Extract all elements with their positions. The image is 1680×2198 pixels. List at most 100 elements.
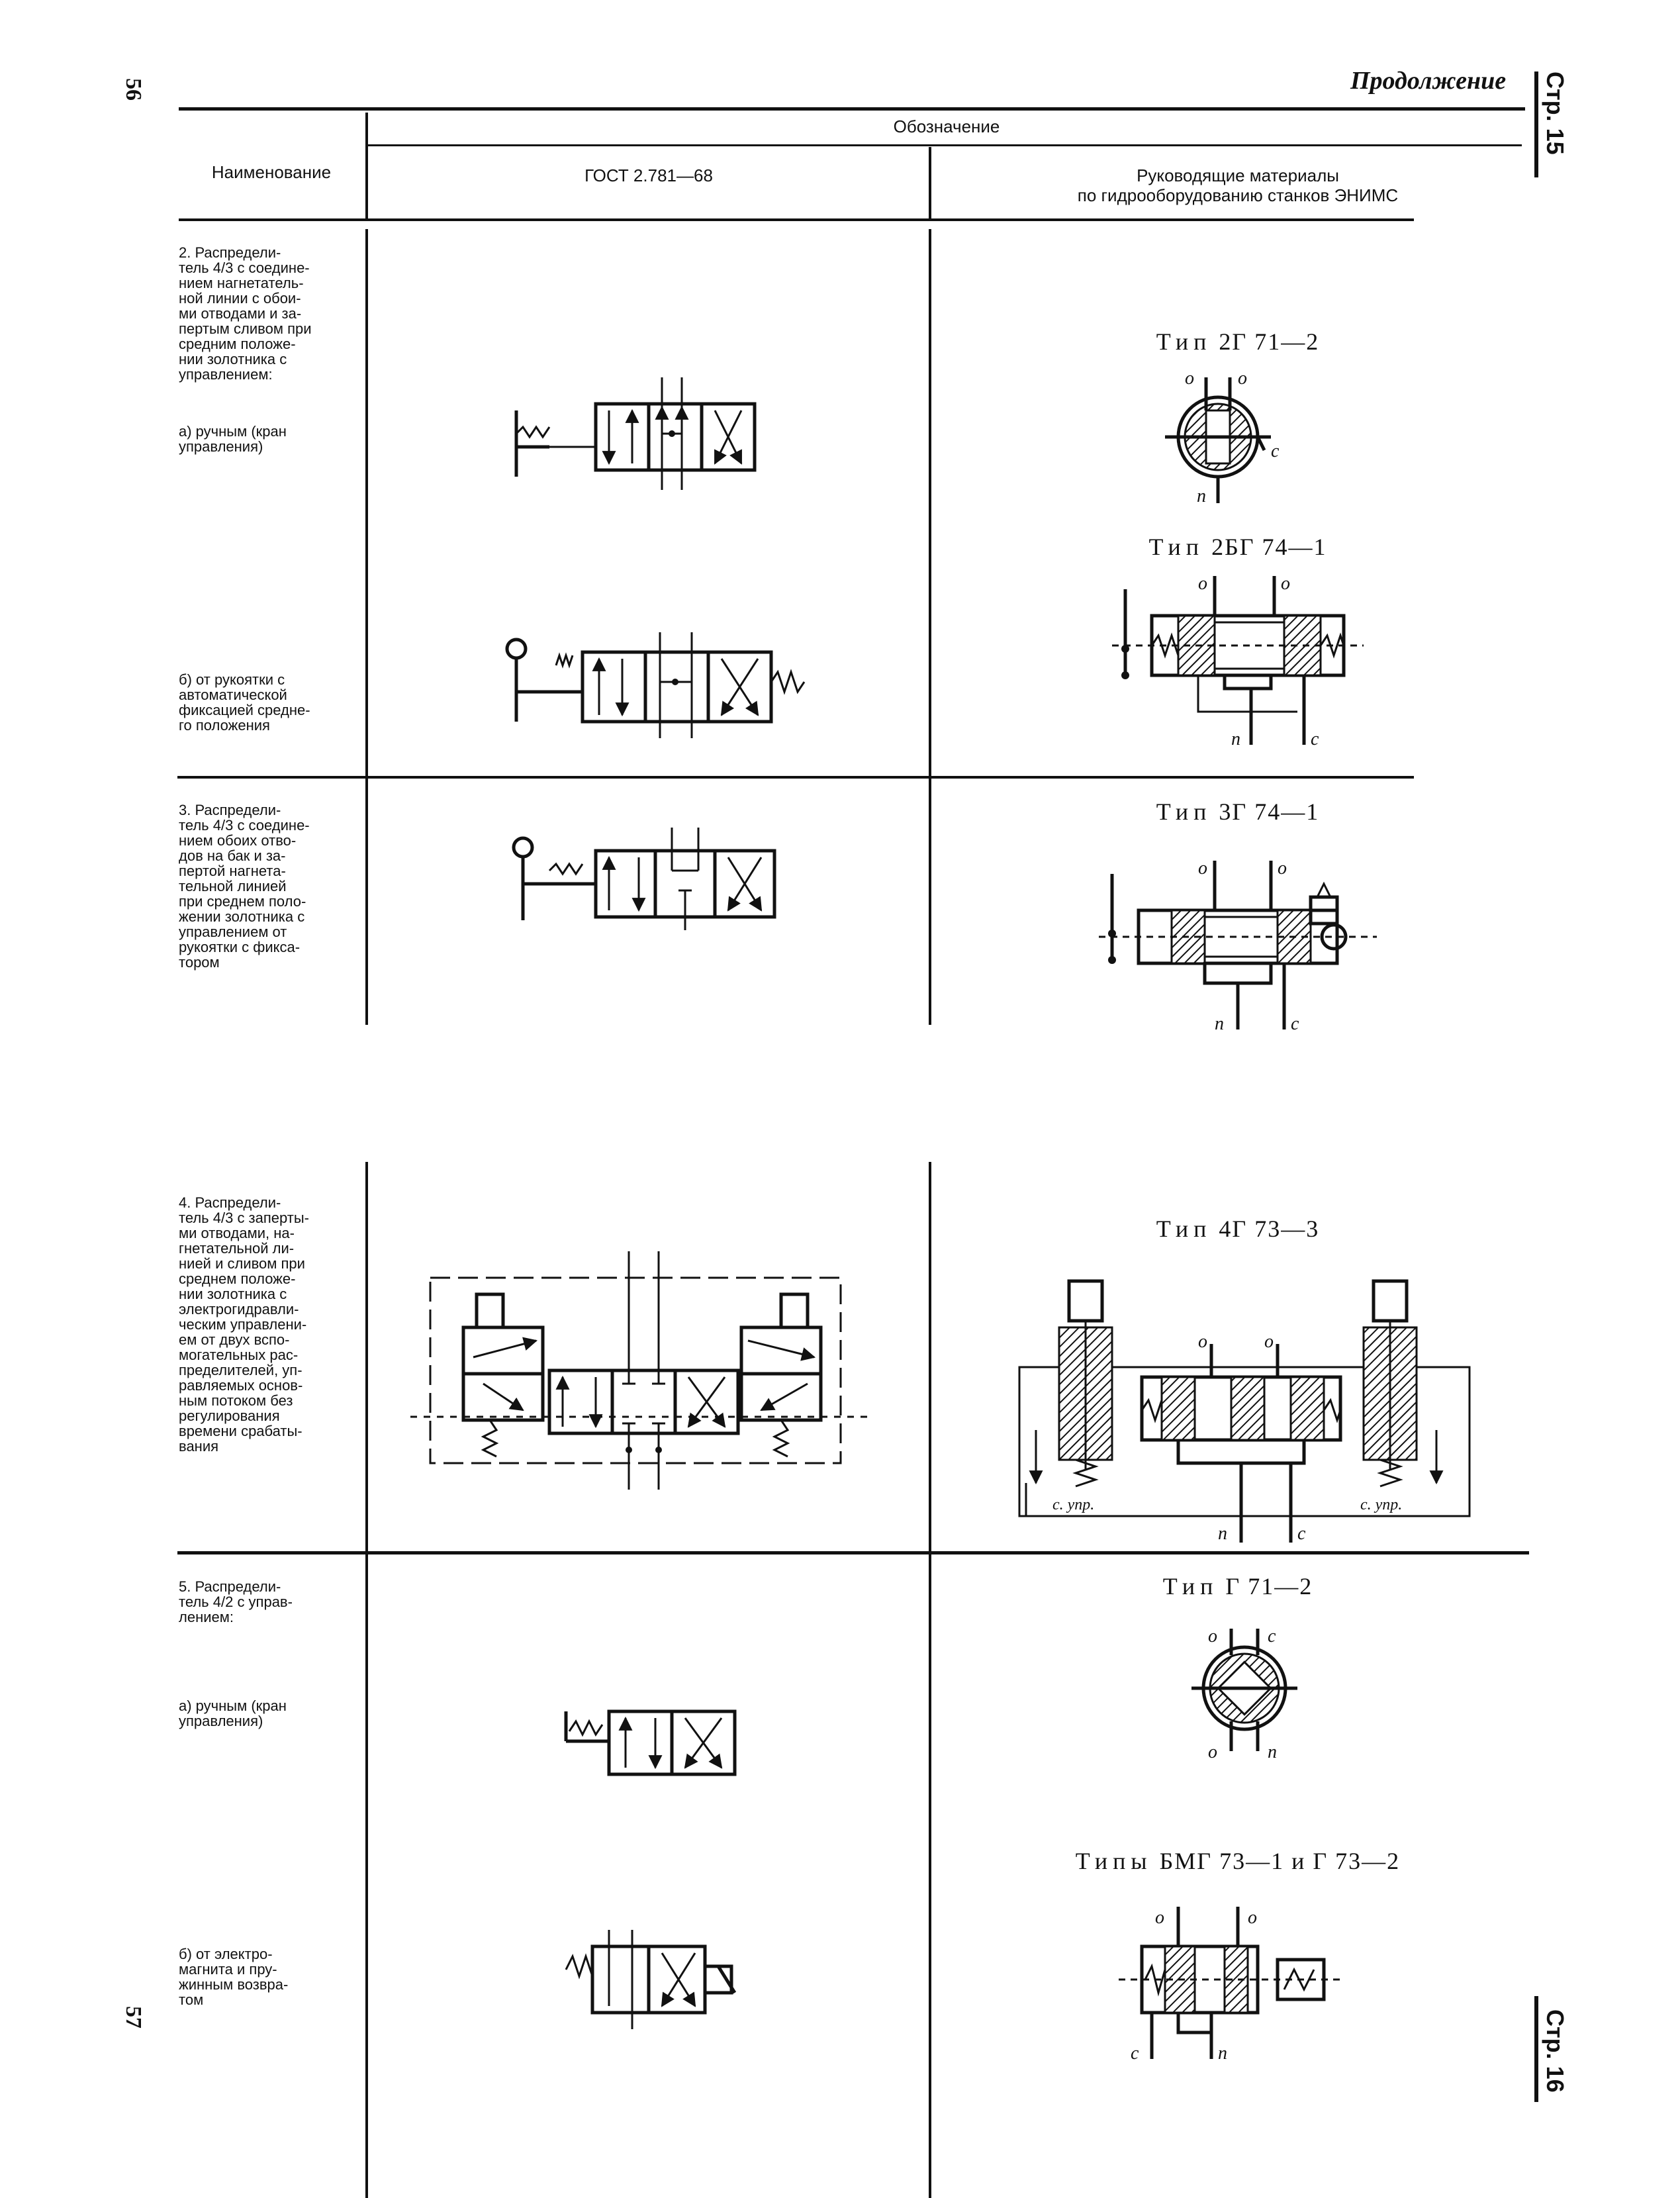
row5a-line: а) ручным (кран — [179, 1697, 287, 1714]
row2-line: 2. Распредели- — [179, 244, 281, 261]
row4-line: вания — [179, 1438, 219, 1455]
row4-line: регулирования — [179, 1408, 280, 1424]
port-label: п — [1231, 729, 1240, 749]
row3-line: жении золотника с — [179, 908, 305, 925]
gost-symbol-5b — [563, 1930, 748, 2029]
enims-symbol-2bg74-1: о о п с — [1112, 573, 1377, 749]
right-page-number-bottom: Стр. 16 — [1542, 2009, 1569, 2093]
port-label: с. упр. — [1052, 1496, 1094, 1513]
gost-symbol-2b — [503, 636, 814, 728]
row3-line: управлением от — [179, 924, 287, 940]
row2-line: средним положе- — [179, 336, 296, 352]
gost-symbol-5a — [563, 1701, 748, 1781]
port-label: о — [1208, 1742, 1217, 1762]
row3-line: тель 4/3 с соедине- — [179, 817, 310, 834]
row4-line: времени срабаты- — [179, 1423, 303, 1439]
port-label: с — [1271, 441, 1280, 461]
port-label: с — [1311, 729, 1319, 749]
row2-line: нием нагнетатель- — [179, 275, 304, 291]
header-designation: Обозначение — [893, 117, 1000, 136]
left-page-number-bottom: 57 — [121, 2006, 146, 2029]
row3-description: 3. Распредели- тель 4/3 с соедине- нием … — [179, 802, 344, 970]
row2-line: нии золотника с — [179, 351, 287, 367]
port-label: п — [1218, 2043, 1227, 2064]
row4-line: нией и сливом при — [179, 1255, 305, 1272]
row4-line: равляемых основ- — [179, 1377, 303, 1394]
gost-symbol-3 — [510, 834, 788, 927]
row2-line: ной линии с обои- — [179, 290, 301, 307]
row4-line: среднем положе- — [179, 1270, 296, 1287]
type-g71-2: Тип Г 71—2 — [1162, 1573, 1313, 1600]
col-line-1-b — [365, 1162, 368, 2198]
header-gost: ГОСТ 2.781—68 — [584, 166, 713, 185]
type-4g73-3: Тип 4Г 73—3 — [1156, 1216, 1320, 1242]
row4-line: ем от двух вспо- — [179, 1331, 290, 1348]
header-name: Наименование — [211, 162, 332, 182]
row-rule-2 — [177, 1551, 1529, 1554]
header-enims-line2: по гидрооборудованию станков ЭНИМС — [1077, 185, 1399, 205]
col-line-2-header — [929, 147, 931, 218]
row4-line: ным потоком без — [179, 1392, 293, 1409]
port-label: о — [1208, 1626, 1217, 1647]
port-label: с — [1131, 2043, 1139, 2064]
row2b-line: автоматической — [179, 687, 287, 703]
enims-symbol-bmg73-1: о о с п — [1119, 1907, 1344, 2064]
row5b-line: том — [179, 1991, 204, 2008]
row4-line: электрогидравли- — [179, 1301, 299, 1317]
port-label: с — [1291, 1014, 1299, 1034]
row2a-line: управления) — [179, 438, 263, 455]
header-enims: Руководящие материалы по гидрооборудован… — [933, 166, 1542, 205]
row3-line: дов на бак и за- — [179, 847, 286, 864]
enims-symbol-g71-2: о с о п — [1178, 1626, 1324, 1762]
row5-line: лением: — [179, 1609, 234, 1625]
header-enims-line1: Руководящие материалы — [1137, 166, 1339, 185]
row4-description: 4. Распредели- тель 4/3 с заперты- ми от… — [179, 1195, 344, 1454]
continuation-label: Продолжение — [1350, 67, 1507, 95]
row4-line: 4. Распредели- — [179, 1194, 281, 1211]
right-margin-bar-bottom — [1534, 1996, 1538, 2102]
row5-description: 5. Распредели- тель 4/2 с управ- лением: — [179, 1579, 344, 1625]
gost-symbol-2a — [510, 397, 788, 490]
row2-line: управлением: — [179, 366, 273, 383]
header-bottom-rule — [179, 218, 1414, 221]
port-label: с — [1297, 1523, 1306, 1544]
row3-line: тором — [179, 954, 220, 971]
row3-line: тельной линией — [179, 878, 287, 894]
row5a-line: управления) — [179, 1713, 263, 1729]
row5b-line: б) от электро- — [179, 1946, 273, 1962]
port-label: о — [1198, 573, 1207, 594]
port-label: о — [1198, 858, 1207, 879]
port-label: о — [1198, 1331, 1207, 1352]
row4-line: тель 4/3 с заперты- — [179, 1210, 309, 1226]
enims-symbol-2g71-2: о о с п — [1165, 368, 1280, 506]
row3-line: рукоятки с фикса- — [179, 939, 301, 955]
row4-line: гнетательной ли- — [179, 1240, 295, 1257]
row5-line: 5. Распредели- — [179, 1578, 281, 1595]
row2b-description: б) от рукоятки с автоматической фиксацие… — [179, 672, 344, 733]
port-label: п — [1197, 486, 1206, 506]
col-line-1-header — [365, 113, 368, 218]
port-label: о — [1238, 368, 1247, 389]
type-2g71-2: Тип 2Г 71—2 — [1156, 328, 1320, 355]
row2-line: пертым сливом при — [179, 320, 312, 337]
port-label: с — [1268, 1626, 1276, 1647]
row-rule-1 — [177, 776, 1414, 779]
row5-line: тель 4/2 с управ- — [179, 1594, 293, 1610]
enims-symbol-4g73-3: о о с. упр. с. упр. п с — [1013, 1271, 1476, 1544]
col-line-2-a — [929, 229, 931, 1025]
row4-line: ми отводами, на- — [179, 1225, 295, 1241]
row2a-description: а) ручным (кран управления) — [179, 424, 344, 454]
row2-line: тель 4/3 с соедине- — [179, 260, 310, 276]
type-2bg74-1: Тип 2БГ 74—1 — [1148, 534, 1327, 560]
row2b-line: б) от рукоятки с — [179, 671, 285, 688]
right-margin-bar-top — [1534, 72, 1538, 177]
row2b-line: го положения — [179, 717, 270, 734]
type-3g74-1: Тип 3Г 74—1 — [1156, 798, 1320, 825]
row5b-line: магнита и пру- — [179, 1961, 277, 1978]
port-label: п — [1218, 1523, 1227, 1544]
row2-line: ми отводами и за- — [179, 305, 302, 322]
port-label: о — [1248, 1907, 1257, 1928]
row3-line: пертой нагнета- — [179, 863, 286, 879]
col-line-2-b — [929, 1162, 931, 2198]
port-label: с. упр. — [1360, 1496, 1402, 1513]
